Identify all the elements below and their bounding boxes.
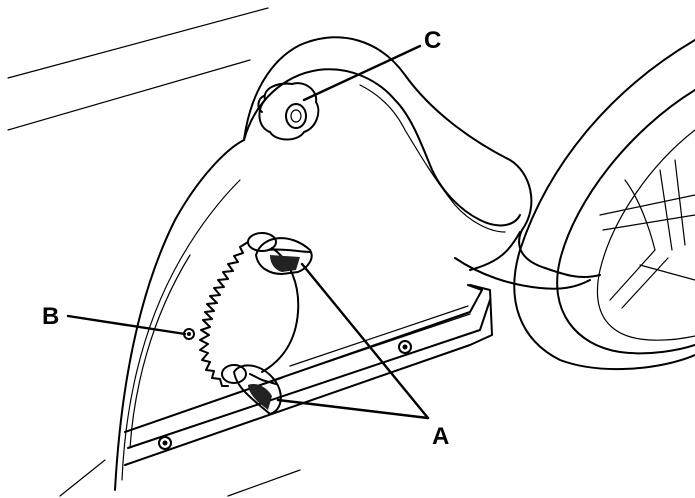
upper-clamp-knob: [247, 232, 313, 275]
wheel: [513, 39, 695, 371]
leader-b: [66, 314, 187, 336]
leader-a-upper: [300, 262, 430, 420]
deck-outline: [7, 7, 301, 497]
callout-a: A: [432, 423, 449, 450]
leader-lines: [66, 44, 430, 420]
leader-c: [302, 44, 422, 102]
rail-bolt-1: [158, 436, 172, 450]
callout-c: C: [424, 27, 441, 54]
leader-a-lower: [276, 398, 430, 420]
callout-b: B: [42, 303, 59, 330]
top-nut: [257, 82, 320, 141]
blade-housing: [114, 36, 601, 491]
lower-clamp-knob: [221, 364, 282, 415]
rail-bolt-2: [398, 340, 412, 354]
